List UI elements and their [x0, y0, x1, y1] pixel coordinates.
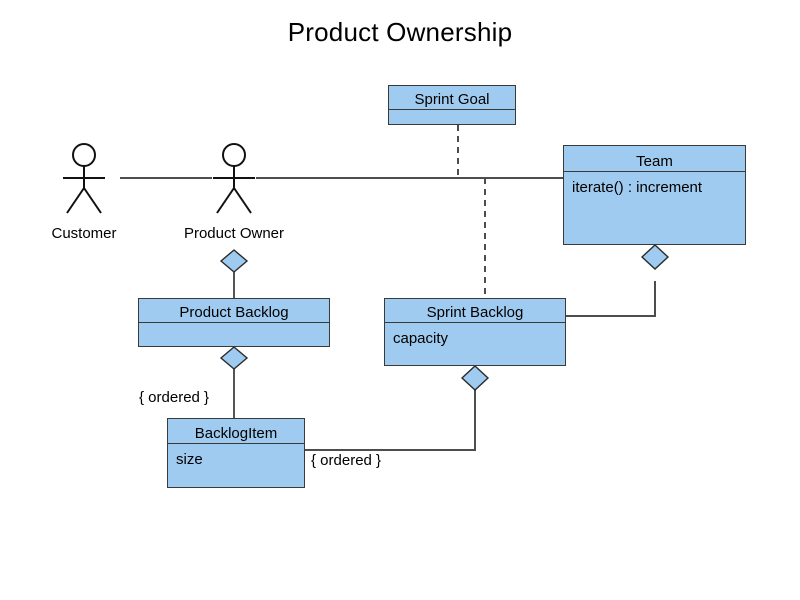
class-name-backlog-item: BacklogItem — [194, 425, 278, 442]
aggregation-diamond-product-backlog — [219, 346, 249, 370]
diagram-title: Product Ownership — [287, 17, 513, 47]
class-name-sprint-goal: Sprint Goal — [414, 91, 490, 108]
class-separator — [389, 109, 515, 110]
aggregation-diamond-product-owner — [219, 249, 249, 273]
class-separator — [168, 443, 304, 444]
class-members-team: iterate() : increment — [572, 179, 703, 196]
actor-product-owner-label: Product Owner — [183, 225, 285, 242]
class-box-sprint-backlog[interactable]: Sprint Backlog capacity — [384, 298, 566, 366]
aggregation-diamond-team — [640, 244, 670, 270]
class-members-backlog-item: size — [176, 451, 203, 468]
class-box-sprint-goal[interactable]: Sprint Goal — [388, 85, 516, 125]
actor-right-leg-icon — [233, 187, 252, 214]
class-members-sprint-backlog: capacity — [393, 330, 449, 347]
class-name-product-backlog: Product Backlog — [179, 304, 289, 321]
aggregation-diamond-sprint-backlog — [460, 365, 490, 391]
class-box-backlog-item[interactable]: BacklogItem size — [167, 418, 305, 488]
actor-customer-label: Customer — [51, 225, 117, 242]
aggr-team-sprint-backlog-line — [566, 281, 656, 317]
constraint-label-ordered-product-backlog: { ordered } — [139, 389, 210, 406]
class-box-team[interactable]: Team iterate() : increment — [563, 145, 746, 245]
class-separator — [385, 322, 565, 323]
actor-left-leg-icon — [66, 187, 85, 214]
class-name-team: Team — [636, 153, 673, 170]
class-members-sprint-goal — [389, 110, 515, 122]
class-name-sprint-backlog: Sprint Backlog — [426, 304, 524, 321]
class-box-product-backlog[interactable]: Product Backlog — [138, 298, 330, 347]
actor-head-icon — [72, 143, 96, 167]
actor-product-owner[interactable] — [205, 143, 263, 215]
class-members-product-backlog — [139, 323, 329, 343]
actor-left-leg-icon — [216, 187, 235, 214]
class-separator — [564, 171, 745, 172]
actor-customer[interactable] — [55, 143, 113, 215]
class-separator — [139, 322, 329, 323]
actor-head-icon — [222, 143, 246, 167]
aggr-sprint-backlog-item-line — [305, 390, 476, 451]
constraint-label-ordered-sprint-backlog: { ordered } — [311, 452, 382, 469]
actor-right-leg-icon — [83, 187, 102, 214]
